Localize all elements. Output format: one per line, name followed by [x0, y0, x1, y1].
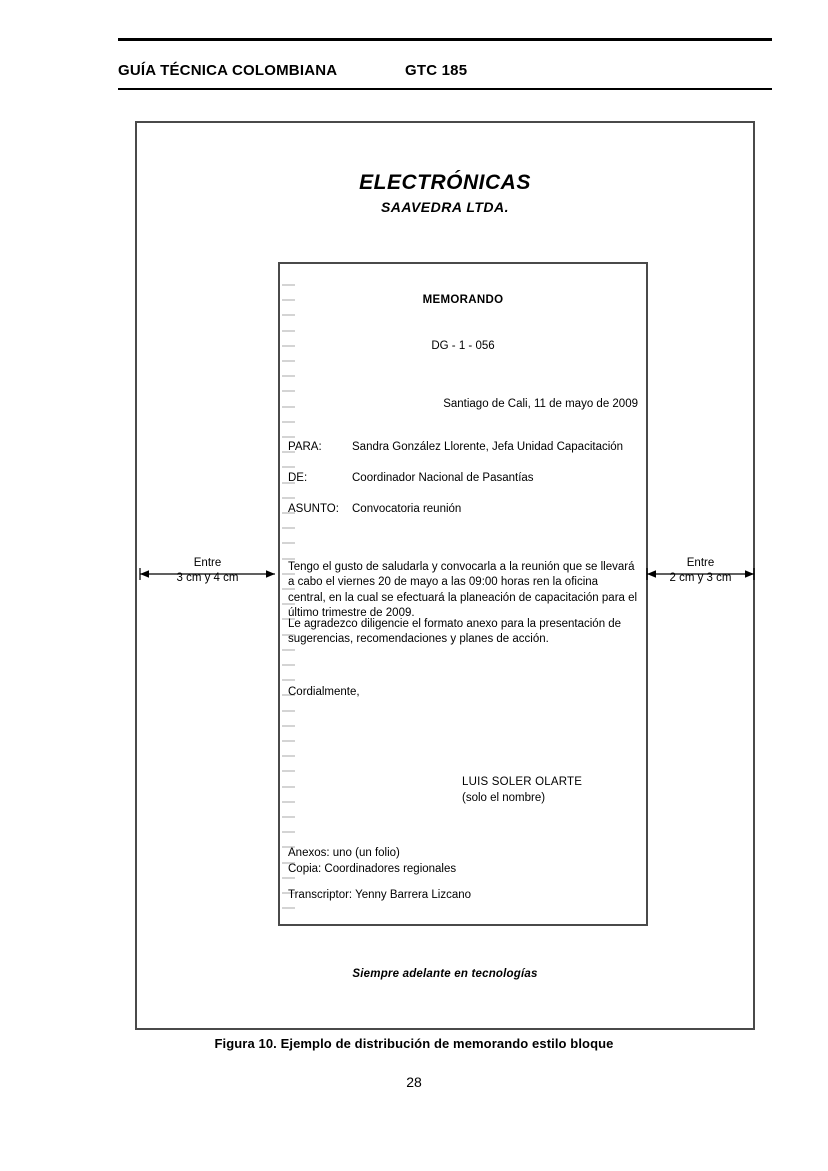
- line-guide-tick: [282, 876, 295, 879]
- memo-field-para-value: Sandra González Llorente, Jefa Unidad Ca…: [352, 441, 624, 453]
- memo-closing: Cordialmente,: [288, 686, 360, 698]
- memo-field-asunto-label: ASUNTO:: [288, 503, 339, 515]
- memo-field-de-label: DE:: [288, 472, 308, 484]
- memo-content: MEMORANDO DG - 1 - 056 Santiago de Cali,…: [280, 264, 646, 924]
- line-guide-tick: [282, 451, 295, 454]
- memo-annex-line-1: Anexos: uno (un folio): [288, 847, 400, 859]
- memo-signature-block: LUIS SOLER OLARTE (solo el nombre): [462, 775, 582, 806]
- annotation-right-line-2: 2 cm y 3 cm: [669, 571, 732, 584]
- line-guide-tick: [282, 907, 295, 910]
- line-guide-tick: [282, 314, 295, 317]
- memo-frame: MEMORANDO DG - 1 - 056 Santiago de Cali,…: [278, 262, 648, 926]
- running-head: GUÍA TÉCNICA COLOMBIANA GTC 185: [118, 62, 772, 82]
- line-guide-tick: [282, 618, 295, 621]
- line-guide-tick: [282, 588, 295, 590]
- page-number: 28: [406, 1074, 422, 1090]
- line-guide-tick: [282, 831, 295, 834]
- line-guide-tick: [282, 375, 295, 378]
- line-guide-tick: [282, 740, 295, 742]
- memo-field-de-value: Coordinador Nacional de Pasantías: [352, 472, 534, 484]
- memo-annex-line-2: Copia: Coordinadores regionales: [288, 862, 457, 875]
- line-guide-tick: [282, 360, 295, 362]
- memo-place-and-date: Santiago de Cali, 11 de mayo de 2009: [443, 398, 638, 410]
- line-guide-tick: [282, 405, 295, 408]
- memo-title: MEMORANDO: [422, 294, 504, 306]
- line-guide-tick: [282, 572, 295, 575]
- memo-annex-block: Anexos: uno (un folio) Copia: Coordinado…: [288, 846, 456, 878]
- line-guide-tick: [282, 770, 295, 773]
- line-guide-tick: [282, 512, 295, 514]
- figure-caption: Figura 10. Ejemplo de distribución de me…: [214, 1036, 614, 1051]
- line-guide-tick: [282, 892, 295, 894]
- header-rule-bottom: [118, 88, 772, 90]
- line-guide-tick: [282, 436, 295, 438]
- line-guide-tick: [282, 420, 295, 423]
- annotation-left-margin: Entre 3 cm y 4 cm: [139, 556, 276, 586]
- line-guide-tick: [282, 481, 295, 484]
- line-guide-tick: [282, 816, 295, 818]
- line-guide-tick: [282, 299, 295, 302]
- line-guide-tick: [282, 785, 295, 788]
- line-guide-tick: [282, 861, 295, 864]
- line-guide-tick: [282, 603, 295, 606]
- line-guide-tick: [282, 633, 295, 636]
- line-guide-tick: [282, 679, 295, 682]
- memo-paragraph-1: Tengo el gusto de saludarla y convocarla…: [288, 561, 638, 619]
- line-guide-tick: [282, 648, 295, 651]
- line-guide-tick: [282, 527, 295, 530]
- running-head-code: GTC 185: [405, 62, 468, 79]
- memo-paragraph-2: Le agradezco diligencie el formato anexo…: [288, 618, 622, 646]
- annotation-right-margin: Entre 2 cm y 3 cm: [646, 556, 755, 586]
- header-rule-top: [118, 38, 772, 41]
- letterhead-slogan: Siempre adelante en tecnologías: [352, 968, 538, 980]
- line-guide-tick: [282, 800, 295, 803]
- line-guide-tick: [282, 466, 295, 469]
- line-guide-tick: [282, 557, 295, 560]
- line-guide-tick: [282, 664, 295, 666]
- right-margin-measure-arrow-icon: [646, 568, 755, 580]
- memo-field-asunto-value: Convocatoria reunión: [352, 503, 462, 515]
- line-guide-tick: [282, 390, 295, 393]
- annotation-left-line-1: Entre: [193, 557, 222, 569]
- annotation-left-line-2: 3 cm y 4 cm: [176, 571, 239, 584]
- memo-signature-name: LUIS SOLER OLARTE: [462, 776, 583, 788]
- line-guide-tick: [282, 329, 295, 332]
- line-guide-tick: [282, 542, 295, 545]
- line-guide-tick: [282, 344, 295, 347]
- running-head-title: GUÍA TÉCNICA COLOMBIANA: [118, 62, 338, 79]
- letterhead-company-suffix: SAAVEDRA LTDA.: [380, 199, 510, 216]
- memo-transcriber: Transcriptor: Yenny Barrera Lizcano: [288, 889, 472, 901]
- line-guide-tick: [282, 709, 295, 712]
- left-margin-measure-arrow-icon: [139, 568, 275, 580]
- letterhead: ELECTRÓNICAS SAAVEDRA LTDA.: [137, 171, 753, 215]
- memo-signature-note: (solo el nombre): [462, 791, 546, 804]
- letterhead-company-name: ELECTRÓNICAS: [359, 171, 531, 194]
- line-guide-tick: [282, 694, 295, 697]
- line-guide-tick: [282, 846, 295, 849]
- memo-reference-code: DG - 1 - 056: [431, 340, 495, 352]
- line-guide-tick: [282, 284, 295, 286]
- annotation-right-line-1: Entre: [686, 557, 715, 569]
- line-guide-tick: [282, 724, 295, 727]
- line-guide-tick: [282, 755, 295, 758]
- line-guide-tick: [282, 496, 295, 499]
- memo-field-para-label: PARA:: [288, 441, 322, 453]
